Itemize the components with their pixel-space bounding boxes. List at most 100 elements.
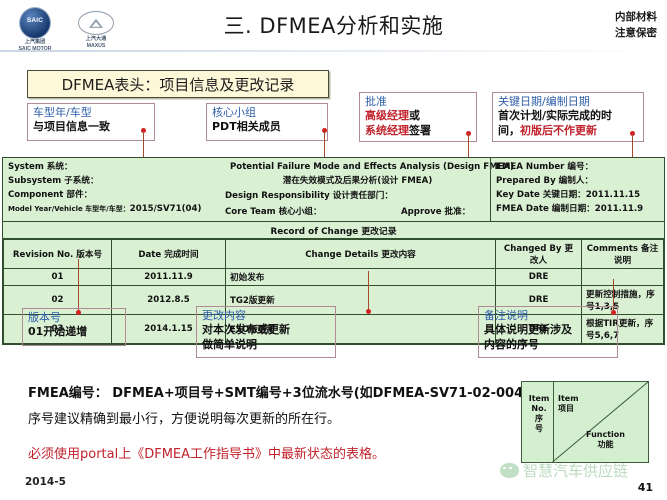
fmea-header-table: System 系统： Subsystem 子系统： Component 部件： … [2, 157, 665, 345]
cell-details: ESO版更新 [225, 314, 496, 344]
record-of-change-title: Record of Change 更改记录 [3, 222, 664, 239]
note-fmea-numbering: FMEA编号： DFMEA+项目号+SMT编号+3位流水号(如DFMEA-SV7… [28, 386, 530, 401]
fmea-component-label: Component 部件： [8, 189, 93, 200]
callout-comments: 备注说明 具体说明更新涉及 内容的序号 [478, 306, 618, 358]
watermark-text: 智慧汽车供应链 [523, 461, 629, 480]
callout-approve-role-2: 系统经理 [365, 123, 409, 137]
confidential-notice: 内部材料 注意保密 [615, 9, 657, 42]
wechat-icon [500, 462, 519, 478]
callout-core-team: 核心小组 PDT相关成员 [206, 103, 328, 141]
note-portal-requirement: 必须使用portal上《DFMEA工作指导书》中最新状态的表格。 [28, 447, 386, 462]
leader-dot-revision [76, 310, 81, 315]
col-header-changed-by: Changed By 更改人 [495, 239, 582, 269]
callout-approve-title: 批准 [365, 95, 387, 108]
cell-comments: 根据TIR更新，序号5,6,7 [581, 314, 664, 344]
callout-key-date-title: 关键日期/编制日期 [498, 95, 590, 108]
col-header-comments: Comments 备注说明 [581, 239, 664, 269]
callout-change-details-title: 更改内容 [202, 309, 246, 322]
cell-revision: 03 [3, 314, 112, 344]
callout-model-year: 车型年/车型 与项目信息一致 [27, 103, 155, 141]
fmea-design-responsibility-label: Design Responsibility 设计责任部门： [225, 191, 393, 201]
cell-changed-by: DRE [495, 268, 582, 286]
callout-approve-verb: 签署 [409, 123, 431, 137]
fmea-info-left: System 系统： Subsystem 子系统： Component 部件： … [3, 158, 225, 221]
page-title: 三. DFMEA分析和实施 [223, 14, 444, 38]
cell-changed-by: DRE [495, 314, 582, 344]
callout-core-team-title: 核心小组 [212, 106, 256, 119]
fmea-model-year-row: Model Year/Vehicle 车型年/车型：2015/SV71(04) [8, 203, 220, 217]
record-of-change-table: Revision No. 版本号 Date 完成时间 Change Detail… [3, 239, 664, 344]
callout-model-year-title: 车型年/车型 [33, 106, 92, 119]
callout-comments-title: 备注说明 [484, 309, 528, 322]
callout-change-details: 更改内容 对本次发布或更新 做简单说明 [196, 306, 336, 358]
cell-revision: 01 [3, 268, 112, 286]
cell-date: 2011.11.9 [111, 268, 226, 286]
cell-date: 2012.8.5 [111, 285, 226, 315]
table-row: 01 2011.11.9 初始发布 DRE [3, 268, 664, 286]
cell-date: 2014.1.15 [111, 314, 226, 344]
table-row: 03 2014.1.15 ESO版更新 DRE 根据TIR更新，序号5,6,7 [3, 314, 664, 344]
fmea-center-title-cn: 潜在失效模式及后果分析(设计 FMEA) [282, 175, 433, 186]
notice-line-2: 注意保密 [615, 27, 657, 40]
callout-revision-no: 版本号 01开始递增 [22, 308, 126, 346]
diagram-function-label: Function 功能 [586, 430, 625, 449]
callout-key-date-line-2b: 初版后不作更新 [520, 123, 597, 137]
diagram-item-label: Item 项目 [558, 394, 579, 413]
fmea-date-value: FMEA Date 编制日期：2011.11.9 [496, 203, 644, 214]
fmea-info-right: FMEA Number 编号： Prepared By 编制人： Key Dat… [490, 158, 664, 221]
cell-details: 初始发布 [225, 268, 496, 286]
fmea-center-title-en: Potential Failure Mode and Effects Analy… [230, 162, 515, 172]
callout-key-date-line-2a: 间， [498, 123, 520, 137]
leader-dot-core-team [322, 128, 327, 133]
callout-change-details-line-2: 做简单说明 [202, 337, 257, 351]
fmea-key-date-value: Key Date 关键日期：2011.11.15 [496, 189, 641, 200]
fmea-model-year-label: Model Year/Vehicle 车型年/车型： [8, 204, 130, 213]
table-header-row: Revision No. 版本号 Date 完成时间 Change Detail… [3, 239, 664, 269]
leader-dot-key-date [630, 131, 635, 136]
col-header-date: Date 完成时间 [111, 239, 226, 269]
leader-line-comments [613, 279, 615, 312]
diagram-diagonal-line [552, 382, 648, 462]
callout-comments-line-2: 内容的序号 [484, 337, 539, 351]
callout-change-details-line-1: 对本次发布或更新 [202, 323, 290, 337]
item-function-diagram: Item No. 序 号 Item 项目 Function 功能 [521, 381, 649, 463]
fmea-info-block: System 系统： Subsystem 子系统： Component 部件： … [3, 158, 664, 222]
callout-model-year-body: 与项目信息一致 [33, 120, 110, 134]
fmea-approve-label: Approve 批准： [401, 207, 471, 217]
note-sequence-advice: 序号建议精确到最小行，方便说明每次更新的所在行。 [28, 412, 341, 427]
callout-core-team-body: PDT相关成员 [212, 120, 281, 134]
cell-comments [581, 268, 664, 286]
callout-approve-role-1: 高级经理 [365, 109, 409, 123]
callout-key-date-line-1: 首次计划/实际完成的时 [498, 109, 613, 123]
callout-comments-line-1: 具体说明更新涉及 [484, 323, 572, 337]
cell-comments: 更新控制措施，序号1,3,5 [581, 285, 664, 315]
section-title-text: DFMEA表头：项目信息及更改记录 [61, 75, 295, 94]
callout-revision-no-body: 01开始递增 [28, 325, 88, 339]
callout-approve: 批准 高级经理或 系统经理签署 [359, 92, 477, 142]
notice-line-1: 内部材料 [615, 11, 657, 23]
callout-approve-conj: 或 [409, 109, 420, 123]
callout-key-date: 关键日期/编制日期 首次计划/实际完成的时 间，初版后不作更新 [492, 92, 644, 142]
leader-dot-approve [466, 131, 471, 136]
diagram-item-no-label: Item No. 序 号 [528, 394, 550, 433]
leader-dot-change-details [366, 309, 371, 314]
fmea-number-label: FMEA Number 编号： [496, 162, 594, 172]
leader-line-revision [78, 259, 80, 312]
col-header-details: Change Details 更改内容 [225, 239, 496, 269]
col-header-revision: Revision No. 版本号 [3, 239, 112, 269]
watermark: 智慧汽车供应链 [500, 455, 665, 485]
fmea-info-center: Potential Failure Mode and Effects Analy… [225, 158, 515, 221]
diagram-vertical-separator [553, 382, 554, 462]
section-title-box: DFMEA表头：项目信息及更改记录 [27, 70, 329, 98]
leader-dot-comments [611, 310, 616, 315]
leader-dot-model-year [141, 128, 146, 133]
fmea-prepared-by-label: Prepared By 编制人： [496, 175, 594, 186]
slide-date: 2014-5 [25, 476, 66, 488]
fmea-system-label: System 系统： [8, 162, 73, 172]
callout-revision-no-title: 版本号 [28, 311, 61, 324]
header-divider [0, 50, 667, 52]
